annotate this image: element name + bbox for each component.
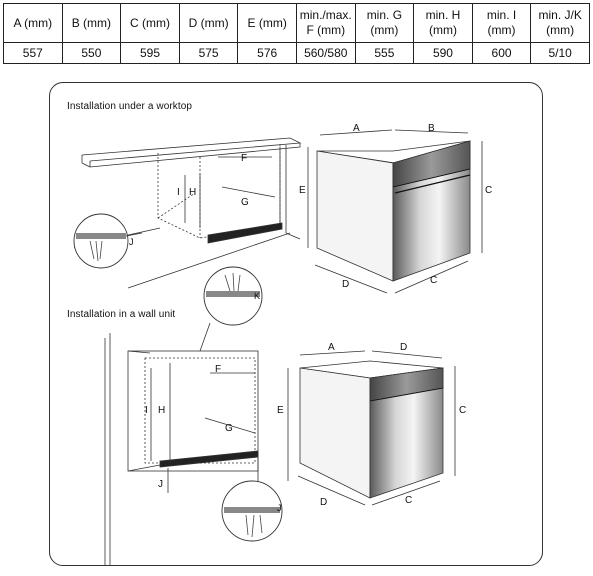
value-cell: 575 xyxy=(178,42,239,64)
installation-diagram-panel: Installation under a worktop Installatio… xyxy=(49,82,543,566)
label-J-wall-detail: J xyxy=(277,503,282,513)
label-C-bottom-worktop: C xyxy=(430,275,437,286)
label-C-right-wall: C xyxy=(459,405,466,416)
detail-magnifier-k xyxy=(199,266,263,352)
value-cell: 590 xyxy=(413,42,473,64)
oven-worktop xyxy=(316,140,471,282)
wall-cabinet xyxy=(104,333,259,565)
section-title-wall-unit: Installation in a wall unit xyxy=(67,309,176,320)
header-cell: E (mm) xyxy=(237,3,297,43)
label-I-wall: I xyxy=(145,405,148,416)
table-header-row: A (mm) B (mm) C (mm) D (mm) E (mm) min./… xyxy=(3,3,590,43)
header-cell: A (mm) xyxy=(3,3,63,43)
label-C-bottom-wall: C xyxy=(405,495,412,506)
header-cell: min. J/K (mm) xyxy=(530,3,590,43)
label-E-wall: E xyxy=(277,405,284,416)
value-cell: 550 xyxy=(61,42,122,64)
label-E-worktop: E xyxy=(299,185,306,196)
label-I-worktop: I xyxy=(177,187,180,198)
value-cell: 595 xyxy=(120,42,180,64)
label-K: K xyxy=(254,291,260,301)
oven-wall xyxy=(299,360,444,499)
header-cell: C (mm) xyxy=(120,3,180,43)
label-G-wall: G xyxy=(225,423,233,434)
label-J-wall-left: J xyxy=(158,479,163,490)
value-cell: 555 xyxy=(354,42,415,64)
section-title-worktop: Installation under a worktop xyxy=(67,101,193,112)
value-cell: 600 xyxy=(471,42,532,64)
label-A-worktop: A xyxy=(353,123,360,134)
worktop-dimensions xyxy=(184,156,276,228)
dimensions-table: A (mm) B (mm) C (mm) D (mm) E (mm) min./… xyxy=(3,3,590,64)
label-H-wall: H xyxy=(158,405,165,416)
label-B-worktop: B xyxy=(428,123,435,134)
value-cell: 576 xyxy=(237,42,297,64)
value-cell: 5/10 xyxy=(530,42,590,64)
detail-magnifier-worktop xyxy=(73,213,143,269)
header-cell: min. G (mm) xyxy=(354,3,415,43)
header-cell: min./max. F (mm) xyxy=(295,3,356,43)
label-F-wall: F xyxy=(215,364,221,375)
label-A-wall: A xyxy=(328,342,335,353)
oven-wall-dimensions xyxy=(287,350,456,506)
header-cell: B (mm) xyxy=(61,3,122,43)
wall-dimensions xyxy=(150,363,256,493)
header-cell: min. H (mm) xyxy=(413,3,473,43)
header-cell: D (mm) xyxy=(178,3,239,43)
header-cell: min. I (mm) xyxy=(471,3,532,43)
value-cell: 560/580 xyxy=(295,42,356,64)
label-G-worktop: G xyxy=(241,197,249,208)
label-J-worktop: J xyxy=(129,237,134,247)
label-C-right-worktop: C xyxy=(485,185,492,196)
installation-drawing: F I H G J A B E C D C K I H F G J J A D … xyxy=(73,123,492,565)
value-cell: 557 xyxy=(3,42,63,64)
label-B-wall: D xyxy=(400,342,407,353)
label-F-worktop: F xyxy=(241,153,247,164)
oven-worktop-dimensions xyxy=(307,129,483,294)
label-D-worktop: D xyxy=(342,279,349,290)
label-D-wall: D xyxy=(320,497,327,508)
table-value-row: 557 550 595 575 576 560/580 555 590 600 … xyxy=(3,42,590,64)
label-H-worktop: H xyxy=(189,187,196,198)
detail-magnifier-j xyxy=(221,480,283,542)
